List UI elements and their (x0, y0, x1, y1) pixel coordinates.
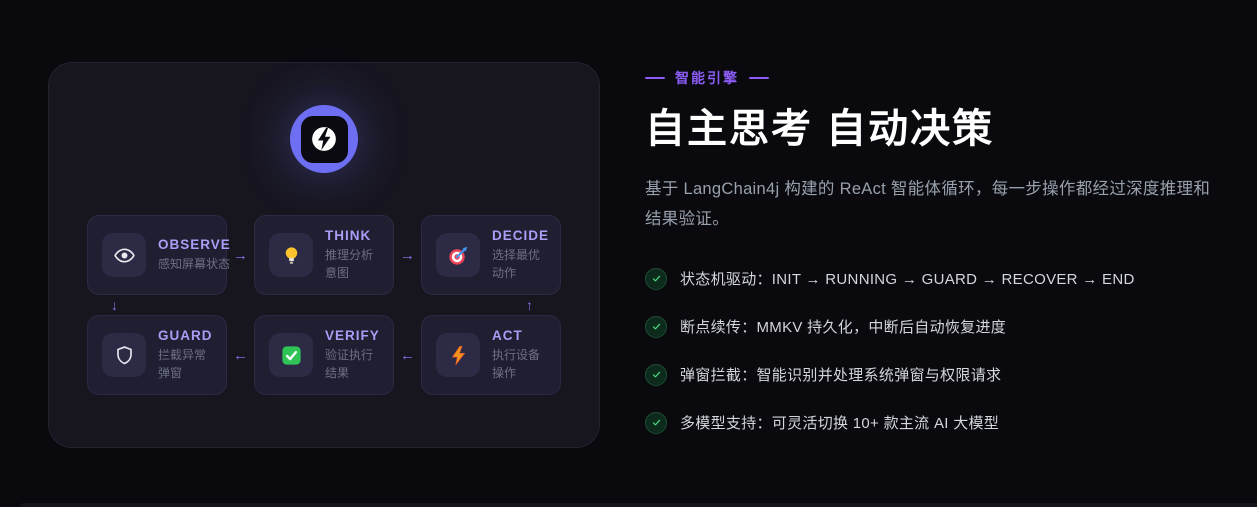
react-loop-panel: OBSERVE 感知屏幕状态 → THINK 推理分析意图 (48, 62, 600, 448)
flow-node-verify: VERIFY 验证执行结果 (254, 315, 394, 395)
eyebrow-dash-right (749, 77, 769, 79)
flow-node-subtitle: 选择最优动作 (492, 248, 541, 280)
flow-node-text: THINK 推理分析意图 (325, 228, 383, 282)
flow-node-subtitle: 验证执行结果 (325, 348, 374, 380)
flow-node-title: OBSERVE (158, 237, 231, 252)
flow-node-think: THINK 推理分析意图 (254, 215, 394, 295)
feature-item-resume: 断点续传：MMKV 持久化，中断后自动恢复进度 (645, 315, 1220, 338)
feature-item-multi-model: 多模型支持：可灵活切换 10+ 款主流 AI 大模型 (645, 411, 1220, 434)
arrow-right-icon: → (400, 246, 415, 264)
section-eyebrow: 智能引擎 (645, 68, 1220, 88)
arrow-left-icon: ← (400, 346, 415, 364)
section-description: 基于 LangChain4j 构建的 ReAct 智能体循环，每一步操作都经过深… (645, 180, 1211, 229)
flow-vertical-connectors: ↓ ↑ (87, 295, 561, 315)
flow-node-title: THINK (325, 228, 372, 243)
check-square-icon (269, 333, 313, 377)
feature-text: 多模型支持：可灵活切换 10+ 款主流 AI 大模型 (680, 415, 1000, 433)
feature-content: 智能引擎 自主思考 自动决策 基于 LangChain4j 构建的 ReAct … (645, 68, 1220, 459)
arrow-right-icon: → (233, 246, 248, 264)
flow-node-act: ACT 执行设备操作 (421, 315, 561, 395)
arrow-down-icon: ↓ (111, 297, 118, 313)
app-logo (290, 105, 358, 173)
flow-row-top: OBSERVE 感知屏幕状态 → THINK 推理分析意图 (87, 215, 561, 295)
eyebrow-label: 智能引擎 (675, 70, 739, 86)
flow-node-subtitle: 感知屏幕状态 (158, 257, 231, 271)
flow-node-decide: DECIDE 选择最优动作 (421, 215, 561, 295)
flow-node-title: ACT (492, 328, 523, 343)
flow-node-text: DECIDE 选择最优动作 (492, 228, 550, 282)
check-circle-icon (645, 411, 667, 434)
target-icon (436, 233, 480, 277)
lightbulb-icon (269, 233, 313, 277)
next-section-edge (20, 503, 1257, 507)
flow-node-title: VERIFY (325, 328, 380, 343)
feature-text: 状态机驱动：INIT → RUNNING → GUARD → RECOVER →… (680, 271, 1135, 289)
arrow-left-icon: ← (233, 346, 248, 364)
flow-node-subtitle: 拦截异常弹窗 (158, 348, 207, 380)
bolt-icon (436, 333, 480, 377)
flow-node-guard: GUARD 拦截异常弹窗 (87, 315, 227, 395)
flow-node-subtitle: 执行设备操作 (492, 348, 541, 380)
logo-circle (290, 105, 358, 173)
flow-row-bottom: GUARD 拦截异常弹窗 ← VERIFY 验证执行结果 ← (87, 315, 561, 395)
flow-node-observe: OBSERVE 感知屏幕状态 (87, 215, 230, 295)
feature-text: 弹窗拦截：智能识别并处理系统弹窗与权限请求 (680, 367, 1002, 385)
feature-list: 状态机驱动：INIT → RUNNING → GUARD → RECOVER →… (645, 267, 1220, 434)
feature-item-popup-guard: 弹窗拦截：智能识别并处理系统弹窗与权限请求 (645, 363, 1220, 386)
flow-node-text: ACT 执行设备操作 (492, 328, 550, 382)
react-flow-diagram: OBSERVE 感知屏幕状态 → THINK 推理分析意图 (87, 215, 561, 395)
lightning-bolt-logo-icon (300, 115, 348, 163)
flow-node-title: DECIDE (492, 228, 550, 243)
section-title: 自主思考 自动决策 (645, 107, 995, 151)
check-circle-icon (645, 267, 667, 290)
arrow-up-icon: ↑ (526, 297, 533, 313)
feature-item-state-machine: 状态机驱动：INIT → RUNNING → GUARD → RECOVER →… (645, 267, 1220, 290)
flow-node-title: GUARD (158, 328, 213, 343)
shield-icon (102, 333, 146, 377)
check-circle-icon (645, 363, 667, 386)
flow-node-text: GUARD 拦截异常弹窗 (158, 328, 216, 382)
feature-text: 断点续传：MMKV 持久化，中断后自动恢复进度 (680, 319, 1007, 337)
eye-icon (102, 233, 146, 277)
eyebrow-dash-left (645, 77, 665, 79)
flow-node-subtitle: 推理分析意图 (325, 248, 374, 280)
check-circle-icon (645, 315, 667, 338)
flow-node-text: OBSERVE 感知屏幕状态 (158, 237, 231, 273)
flow-node-text: VERIFY 验证执行结果 (325, 328, 383, 382)
